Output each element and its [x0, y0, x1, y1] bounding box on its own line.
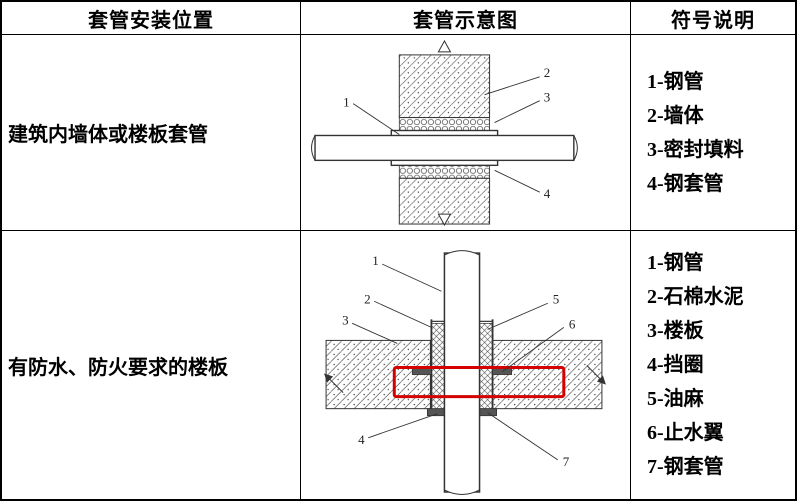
legend-item: 6-止水翼 [647, 422, 724, 444]
wall-continues-arrow-bottom [437, 213, 452, 227]
waterstop-wing-left [411, 368, 432, 375]
legend-item: 3-楼板 [647, 320, 704, 342]
callout-3: 3 [342, 312, 349, 327]
wall-sleeve-diagram: 1 2 3 4 [311, 39, 578, 227]
legend-item: 4-钢套管 [647, 172, 724, 195]
pipe-break-right [573, 135, 578, 161]
wall-continues-arrow-top [437, 39, 452, 53]
leader-5 [487, 302, 548, 330]
callout-4: 4 [358, 432, 365, 447]
row2-position: 有防水、防火要求的楼板 [2, 231, 301, 499]
leader-7 [487, 412, 559, 461]
header-legend: 符号说明 [631, 2, 795, 35]
row1-position: 建筑内墙体或楼板套管 [2, 35, 301, 231]
legend-item: 1-钢管 [647, 252, 704, 274]
leader-2 [484, 76, 540, 96]
callout-5: 5 [553, 291, 560, 306]
wall-upper [398, 54, 491, 119]
pipe-break-left [311, 135, 316, 161]
waterstop-wing-right [492, 368, 513, 375]
legend-item: 1-钢管 [647, 70, 704, 93]
slab-continues-arrow-left [328, 378, 344, 393]
filler-lower [398, 164, 490, 179]
pipe-break-bottom [444, 489, 480, 495]
legend-item: 3-密封填料 [647, 138, 744, 161]
steel-pipe [314, 134, 575, 162]
callout-1: 1 [343, 95, 350, 110]
slab-continues-arrowhead-left [324, 373, 334, 383]
row2-diagram: 1 2 3 4 5 6 7 [301, 231, 631, 499]
leader-4 [368, 413, 438, 439]
retaining-ring-right [479, 408, 497, 417]
header-diagram: 套管示意图 [301, 2, 631, 35]
legend-item: 4-挡圈 [647, 354, 704, 376]
header-position: 套管安装位置 [2, 2, 301, 35]
callout-2: 2 [364, 291, 371, 306]
legend-item: 7-钢套管 [647, 456, 724, 478]
callout-4: 4 [544, 186, 551, 201]
slab-continues-arrow-right [586, 365, 602, 380]
leader-6 [502, 326, 565, 372]
callout-3: 3 [544, 90, 551, 105]
legend-item: 2-石棉水泥 [647, 286, 744, 308]
callout-1: 1 [372, 253, 379, 268]
leader-2 [374, 300, 432, 328]
filler-upper [398, 117, 490, 131]
leader-1 [382, 263, 442, 292]
pipe-break-top [444, 250, 480, 256]
leader-3 [351, 322, 398, 344]
callout-2: 2 [544, 65, 551, 80]
legend-item: 2-墙体 [647, 104, 704, 127]
callout-7: 7 [563, 454, 570, 469]
legend-item: 5-油麻 [647, 388, 704, 410]
row1-legend: 1-钢管 2-墙体 3-密封填料 4-钢套管 [631, 35, 795, 231]
highlight-box [392, 366, 566, 399]
leader-4 [494, 169, 540, 193]
row1-diagram: 1 2 3 4 [301, 35, 631, 231]
leader-3 [494, 100, 540, 123]
steel-pipe [443, 252, 481, 493]
row2-legend: 1-钢管 2-石棉水泥 3-楼板 4-挡圈 5-油麻 6-止水翼 7-钢套管 [631, 231, 795, 499]
callout-6: 6 [569, 316, 576, 331]
slab-continues-arrowhead-right [596, 375, 606, 385]
floor-sleeve-diagram: 1 2 3 4 5 6 7 [324, 250, 606, 495]
leader-1 [352, 103, 400, 135]
